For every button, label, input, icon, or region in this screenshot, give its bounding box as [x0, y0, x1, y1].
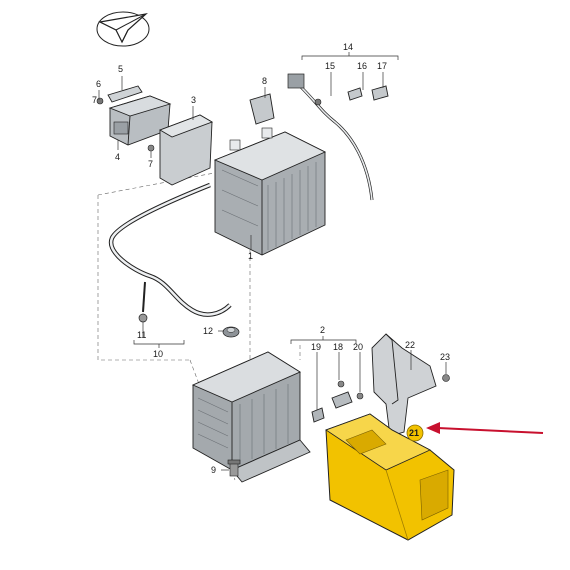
label-15: 15 — [325, 61, 335, 71]
label-18: 18 — [333, 342, 343, 352]
label-16: 16 — [357, 61, 367, 71]
label-9: 9 — [211, 465, 216, 475]
highlight-badge — [406, 424, 424, 442]
label-23: 23 — [440, 352, 450, 362]
clip-part-19 — [311, 407, 325, 423]
leader-lines — [98, 52, 447, 471]
label-12: 12 — [203, 326, 213, 336]
bolt-part-9 — [227, 459, 241, 477]
battery-part-1 — [213, 127, 327, 256]
vent-hose-part-10 — [108, 182, 232, 323]
label-8: 8 — [262, 76, 267, 86]
red-pointer-arrow-icon — [426, 422, 544, 434]
bolt-part-20 — [356, 392, 364, 400]
label-11: 11 — [137, 330, 146, 340]
label-10: 10 — [153, 349, 163, 359]
bolt-part-7 — [147, 144, 155, 152]
label-7: 7 — [92, 95, 97, 105]
sensor-part-18 — [331, 380, 353, 409]
label-7b: 7 — [148, 159, 153, 169]
label-2: 2 — [320, 325, 325, 335]
label-6: 6 — [96, 79, 101, 89]
label-20: 20 — [353, 342, 363, 352]
cover-plate-part-3 — [158, 114, 214, 186]
bracket-part-8 — [249, 93, 275, 125]
bolt-part-23 — [442, 374, 450, 382]
grommet-part-12 — [222, 326, 240, 338]
bracket-part-22 — [371, 333, 437, 437]
cable-part-14 — [287, 73, 389, 201]
label-21: 21 — [409, 428, 419, 438]
battery-part-2 — [191, 351, 311, 483]
callout-labels: 5 6 7 3 8 4 7 1 14 15 16 17 11 10 12 2 1… — [92, 42, 450, 475]
label-3: 3 — [191, 95, 196, 105]
tray-part-21-highlighted — [325, 413, 455, 541]
highlight-callout-21: 21 — [406, 424, 424, 442]
label-5: 5 — [118, 64, 123, 74]
label-17: 17 — [377, 61, 387, 71]
label-1: 1 — [248, 251, 253, 261]
control-unit-housing-part-4 — [108, 95, 172, 146]
paper-plane-logo-icon — [96, 11, 150, 47]
label-19: 19 — [311, 342, 321, 352]
label-22: 22 — [405, 340, 415, 350]
bracket-part-5 — [96, 85, 143, 105]
label-14: 14 — [343, 42, 353, 52]
label-4: 4 — [115, 152, 120, 162]
